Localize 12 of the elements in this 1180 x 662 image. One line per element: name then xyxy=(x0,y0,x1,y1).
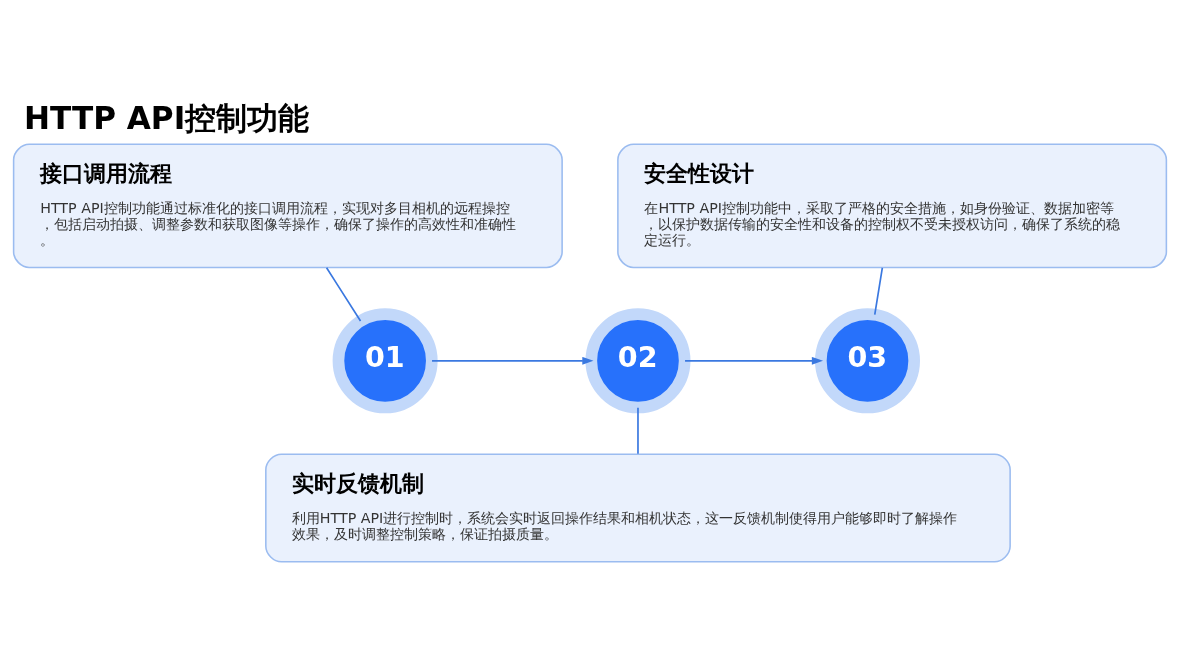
node-box: 安全性设计 在HTTP API控制功能中，采取了严格的安全措施，如身份验证、数据加密等，以保护数据传输的安全性和设备的控制权不受未授权访问，确保了系统的稳定运行。 xyxy=(617,143,1168,269)
diagram-title: HTTP API控制功能 xyxy=(23,99,310,136)
arrow xyxy=(431,356,594,365)
node-circle: 02 xyxy=(585,308,691,414)
node-box: 接口调用流程 HTTP API控制功能通过标准化的接口调用流程，实现对多目相机的远程操控，包括启动拍摄、调整参数和获取图像等操作，确保了操作的高效性和准确性。 xyxy=(12,143,563,269)
connector xyxy=(637,407,639,455)
arrow xyxy=(684,356,823,365)
connector xyxy=(873,266,884,316)
node-circle: 01 xyxy=(332,308,438,414)
node-box: 实时反馈机制 利用HTTP API进行控制时，系统会实时返回操作结果和相机状态，这一反馈机制使得用户能够即时了解操作效果，及时调整控制策略，保证拍摄质量。 xyxy=(265,453,1011,563)
connector xyxy=(325,266,362,322)
node-circle: 03 xyxy=(814,308,920,414)
